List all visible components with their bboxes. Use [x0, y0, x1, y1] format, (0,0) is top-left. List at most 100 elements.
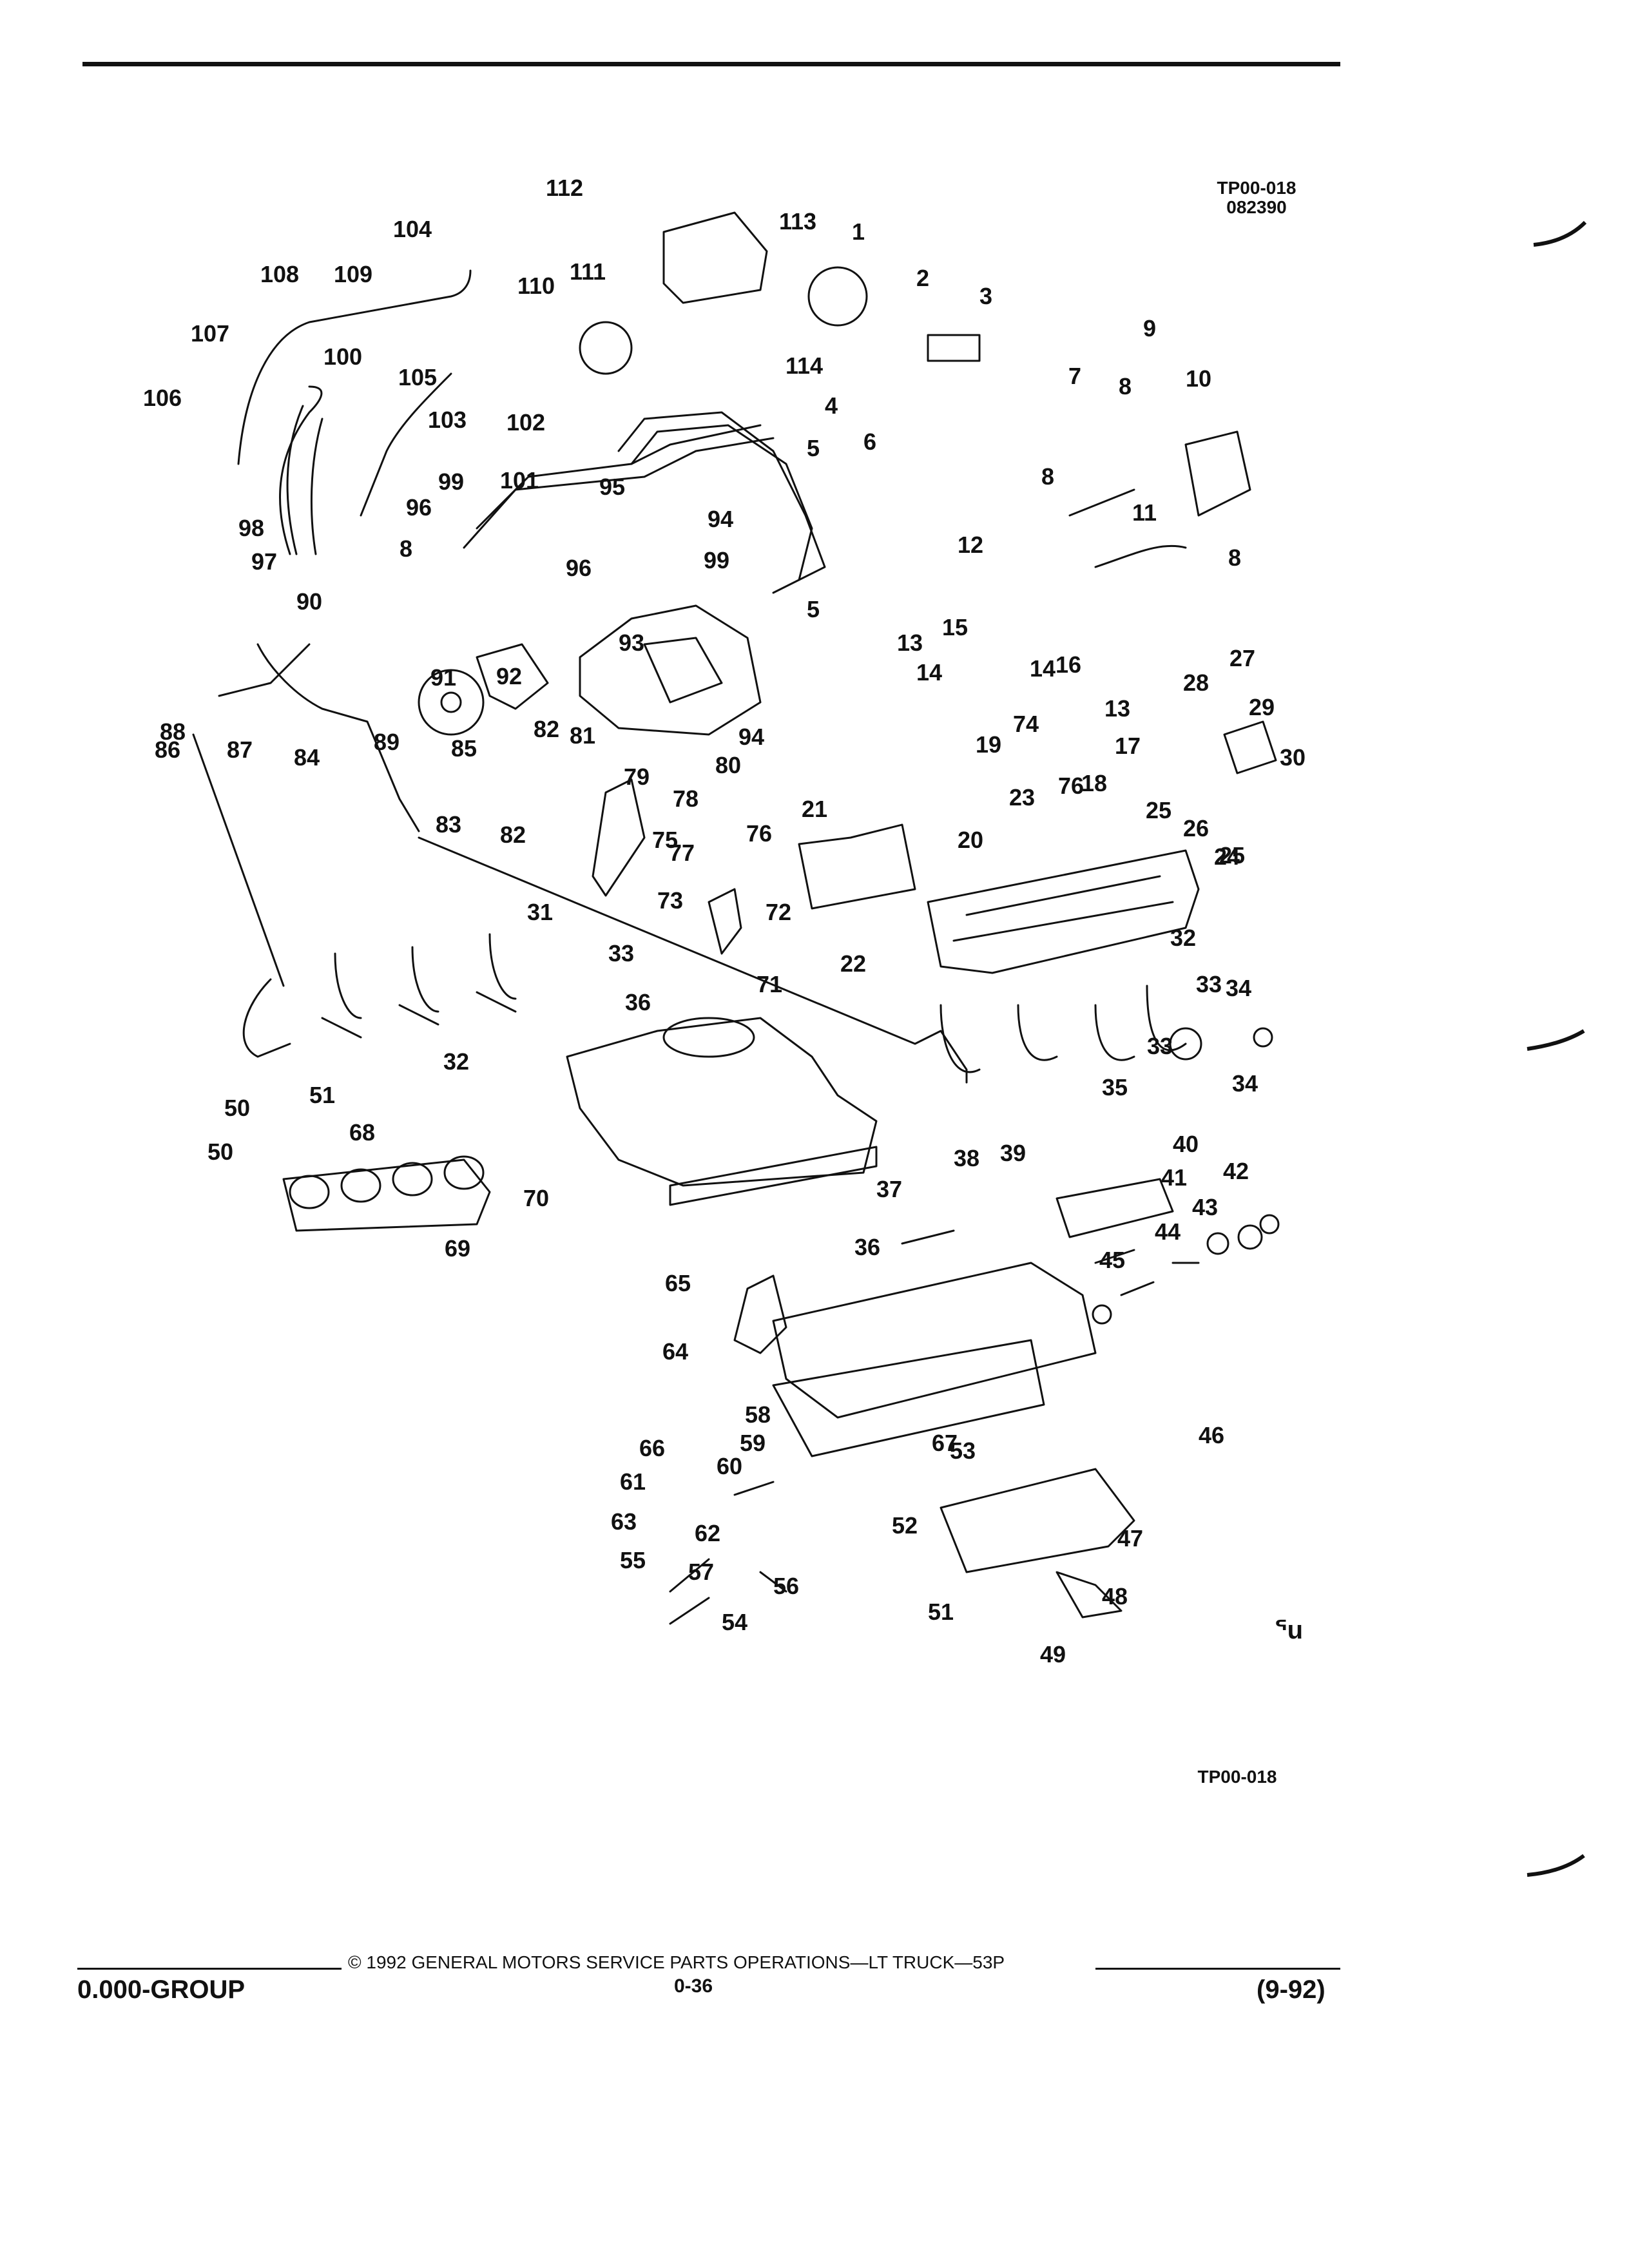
callout-label: 71: [757, 971, 782, 997]
callout-label: 21: [802, 796, 827, 822]
callout-label: 18: [1081, 770, 1107, 796]
callout-label: 17: [1115, 733, 1141, 759]
callout-label: 104: [393, 216, 432, 242]
callout-label: 94: [708, 506, 733, 532]
callout-label: 33: [608, 940, 634, 966]
callout-label: 39: [1000, 1140, 1026, 1166]
callout-label: 19: [976, 731, 1001, 758]
top-rule: [82, 62, 1340, 66]
callout-label: 37: [876, 1176, 902, 1202]
callout-label: 6: [863, 428, 876, 455]
callout-label: 100: [323, 343, 362, 370]
callout-label: 4: [825, 392, 838, 419]
footer-copyright: © 1992 GENERAL MOTORS SERVICE PARTS OPER…: [348, 1952, 1005, 1972]
callout-label: 5: [807, 596, 820, 622]
footer-group: 0.000-GROUP: [77, 1975, 246, 2004]
callout-label: 58: [745, 1401, 771, 1428]
callout-label: 74: [1013, 711, 1039, 737]
callout-label: 112: [546, 175, 583, 201]
callout-label: 87: [227, 736, 253, 763]
callout-label: 96: [406, 494, 432, 521]
callout-label: 107: [191, 320, 229, 347]
callout-label: 68: [349, 1119, 375, 1146]
callout-label: 7: [1068, 363, 1081, 389]
callout-label: 42: [1223, 1158, 1249, 1184]
callout-label: 86: [155, 736, 180, 763]
figure-date-code: 082390: [1226, 197, 1287, 217]
callout-label: 102: [506, 409, 545, 436]
footer-rule-right: [1095, 1968, 1340, 1970]
callout-label: 54: [722, 1609, 747, 1635]
callout-label: 75: [652, 827, 678, 853]
callout-label: 8: [400, 535, 412, 562]
callout-label: 9: [1143, 315, 1156, 341]
callout-label: 61: [620, 1468, 646, 1495]
callout-label: 64: [662, 1338, 688, 1365]
callout-label: 51: [309, 1082, 335, 1108]
callout-label: 106: [143, 385, 182, 411]
callout-label: 99: [704, 547, 729, 573]
callout-label: 10: [1186, 365, 1211, 392]
callout-label: 94: [738, 724, 764, 750]
callout-label: 89: [374, 729, 400, 755]
callout-label: 41: [1161, 1164, 1187, 1191]
callout-label: 36: [854, 1234, 880, 1260]
callout-label: 20: [958, 827, 983, 853]
callout-label: 60: [717, 1453, 742, 1479]
callout-label: 11: [1132, 499, 1157, 526]
callout-label: 95: [599, 474, 625, 500]
engine-parts-drawing: [192, 211, 1280, 1625]
callout-label: 24: [1214, 843, 1240, 870]
callout-label: 97: [251, 548, 277, 575]
callout-label: 91: [430, 664, 456, 691]
callout-label: 23: [1009, 784, 1035, 811]
callout-label: 57: [688, 1559, 714, 1585]
callout-label: 48: [1102, 1583, 1128, 1610]
callout-label: 5: [807, 435, 820, 461]
callout-label: 30: [1280, 744, 1306, 771]
callout-label: 22: [840, 950, 866, 977]
callout-label: 59: [740, 1430, 766, 1456]
callout-label: 38: [954, 1145, 979, 1171]
callout-label: 108: [260, 261, 299, 287]
callout-label: 83: [436, 811, 461, 838]
callout-label: 14: [1030, 655, 1055, 682]
callout-label: 33: [1196, 971, 1222, 997]
callout-label: 25: [1146, 797, 1171, 823]
callout-label: 36: [625, 989, 651, 1015]
callout-label: 66: [639, 1435, 665, 1461]
callout-label: 73: [657, 887, 683, 914]
callout-label: 78: [673, 785, 699, 812]
callout-label: 114: [786, 352, 823, 379]
callout-label: 16: [1055, 651, 1081, 678]
callout-label: 55: [620, 1547, 646, 1573]
callout-label: 98: [238, 515, 264, 541]
callout-label: 93: [619, 629, 644, 656]
callout-label: 63: [611, 1508, 637, 1535]
callout-label: 32: [1170, 925, 1196, 951]
callout-label: 49: [1040, 1641, 1066, 1667]
callout-label: 35: [1102, 1074, 1128, 1100]
callout-label: 32: [443, 1048, 469, 1075]
callout-label: 40: [1173, 1131, 1199, 1157]
callout-label: 45: [1099, 1247, 1125, 1273]
callout-label: 34: [1232, 1070, 1258, 1097]
callout-label: 76: [746, 820, 772, 847]
callout-label: 84: [294, 744, 320, 771]
callout-label: 82: [534, 716, 559, 742]
callout-label: 13: [897, 629, 923, 656]
callout-label: 31: [527, 899, 553, 925]
callout-label: 2: [916, 265, 929, 291]
callout-label: 67: [932, 1430, 958, 1456]
callout-label: 65: [665, 1270, 691, 1296]
callout-label: 8: [1119, 373, 1132, 399]
callout-label: 88: [160, 718, 186, 745]
callout-label: 105: [398, 364, 437, 390]
callout-label: 80: [715, 752, 741, 778]
callout-label: 1: [852, 218, 865, 245]
figure-code-top: TP00-018: [1217, 178, 1296, 198]
callout-label: 47: [1117, 1525, 1143, 1552]
